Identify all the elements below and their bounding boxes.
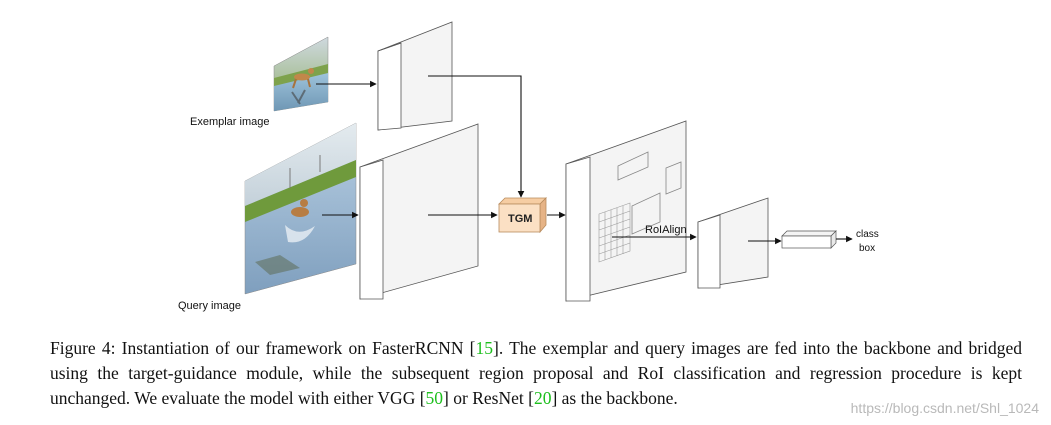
tgm-label: TGM xyxy=(508,213,532,225)
query-backbone-block xyxy=(359,123,479,300)
framework-diagram: Exemplar image Query image TGM xyxy=(178,21,879,312)
fc-layer xyxy=(781,230,837,249)
caption-text-3: ] or ResNet [ xyxy=(443,388,534,408)
caption-text-1: Figure 4: Instantiation of our framework… xyxy=(50,338,476,358)
citation-link-20[interactable]: 20 xyxy=(533,388,552,408)
caption-text-4: ] as the backbone. xyxy=(551,388,678,408)
exemplar-backbone-block xyxy=(377,21,453,131)
figure-caption: Figure 4: Instantiation of our framework… xyxy=(50,336,1022,411)
citation-link-50[interactable]: 50 xyxy=(425,388,444,408)
query-image xyxy=(244,122,357,295)
arrows xyxy=(316,75,853,245)
box-output-label: box xyxy=(859,243,875,254)
watermark-url: https://blog.csdn.net/Shl_1024 xyxy=(850,400,1039,416)
roi-feature-block xyxy=(697,197,769,289)
tgm-module xyxy=(498,197,547,234)
citation-link-15[interactable]: 15 xyxy=(475,338,494,358)
query-image-label: Query image xyxy=(178,300,241,312)
roi-grid xyxy=(598,202,631,263)
roialign-label: RoIAlign xyxy=(645,224,687,236)
arrow-backbone-to-tgm xyxy=(428,75,525,198)
exemplar-image-label: Exemplar image xyxy=(190,116,269,128)
exemplar-image xyxy=(273,36,329,112)
caption-text-2: ]. The exemplar and query images are fed… xyxy=(50,338,1022,408)
class-output-label: class xyxy=(856,229,879,240)
feature-map-block xyxy=(565,120,687,302)
